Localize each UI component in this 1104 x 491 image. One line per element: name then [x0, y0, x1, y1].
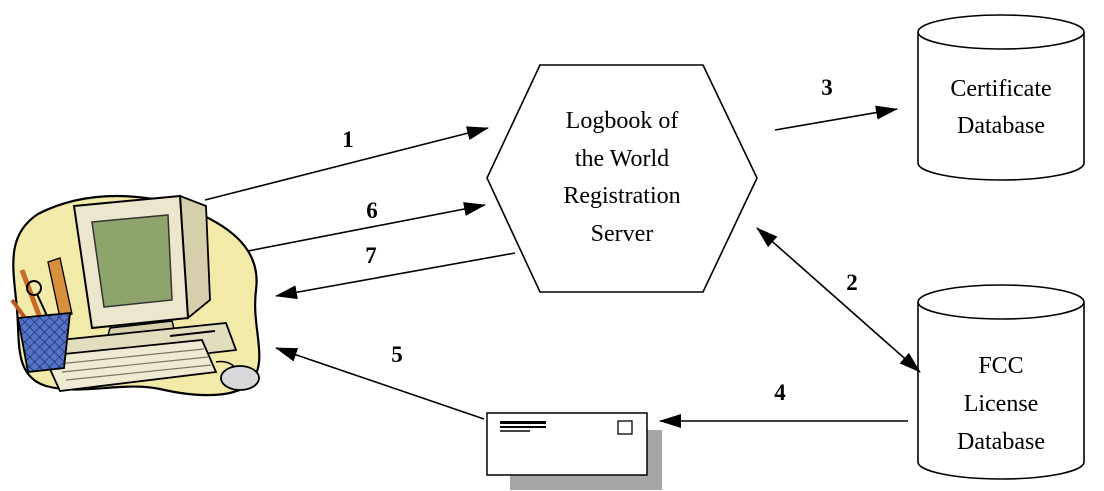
arrow-step-7: [275, 252, 516, 300]
step-label-7: 7: [365, 243, 377, 268]
monitor-screen: [91, 214, 173, 308]
envelope-return-address: [500, 421, 546, 424]
envelope-icon: [486, 412, 662, 490]
scissors-blade: [36, 293, 49, 319]
fcc-db-top: [917, 284, 1085, 320]
server-label-line: Registration: [563, 183, 680, 209]
envelope-stamp: [617, 420, 633, 435]
fcc-db-label-line: FCC: [978, 353, 1023, 379]
fcc-db-body: [917, 302, 1085, 480]
arrow-step-1: [204, 126, 489, 201]
fcc-db-label-line: Database: [957, 429, 1045, 455]
certificate-db-body: [917, 32, 1085, 181]
server-label-line: Server: [591, 221, 654, 247]
registration-server-node: Logbook of the World Registration Server: [486, 64, 758, 293]
arrow-step-6: [247, 202, 486, 252]
step-label-4: 4: [774, 380, 786, 405]
certificate-database-node: Certificate Database: [917, 14, 1085, 181]
server-label-line: Logbook of: [566, 108, 679, 134]
mouse: [220, 365, 260, 391]
step-label-3: 3: [821, 75, 833, 100]
keyboard-row: [65, 364, 212, 381]
fcc-license-database-node: FCC License Database: [917, 284, 1085, 480]
keyboard-row: [61, 356, 209, 373]
certificate-db-label-line: Database: [957, 113, 1045, 139]
arrow-step-5: [275, 347, 485, 420]
computer-icon: [10, 194, 261, 397]
step-label-5: 5: [391, 342, 403, 367]
drive-slot: [169, 330, 216, 337]
fcc-db-label-line: License: [964, 391, 1039, 417]
arrow-step-3: [774, 105, 898, 131]
step-label-2: 2: [846, 270, 858, 295]
ruler: [47, 257, 73, 319]
step-label-1: 1: [342, 127, 354, 152]
envelope-return-address: [500, 430, 530, 432]
pencil-cup: [16, 311, 72, 373]
arrow-step-2: [756, 227, 921, 373]
envelope-return-address: [500, 426, 546, 428]
server-label-line: the World: [575, 146, 669, 172]
certificate-db-top: [917, 14, 1085, 50]
certificate-db-label-line: Certificate: [950, 76, 1051, 102]
scissors-handle: [26, 280, 42, 296]
step-label-6: 6: [366, 198, 378, 223]
keyboard-row: [57, 348, 205, 365]
server-hexagon: [486, 64, 758, 293]
